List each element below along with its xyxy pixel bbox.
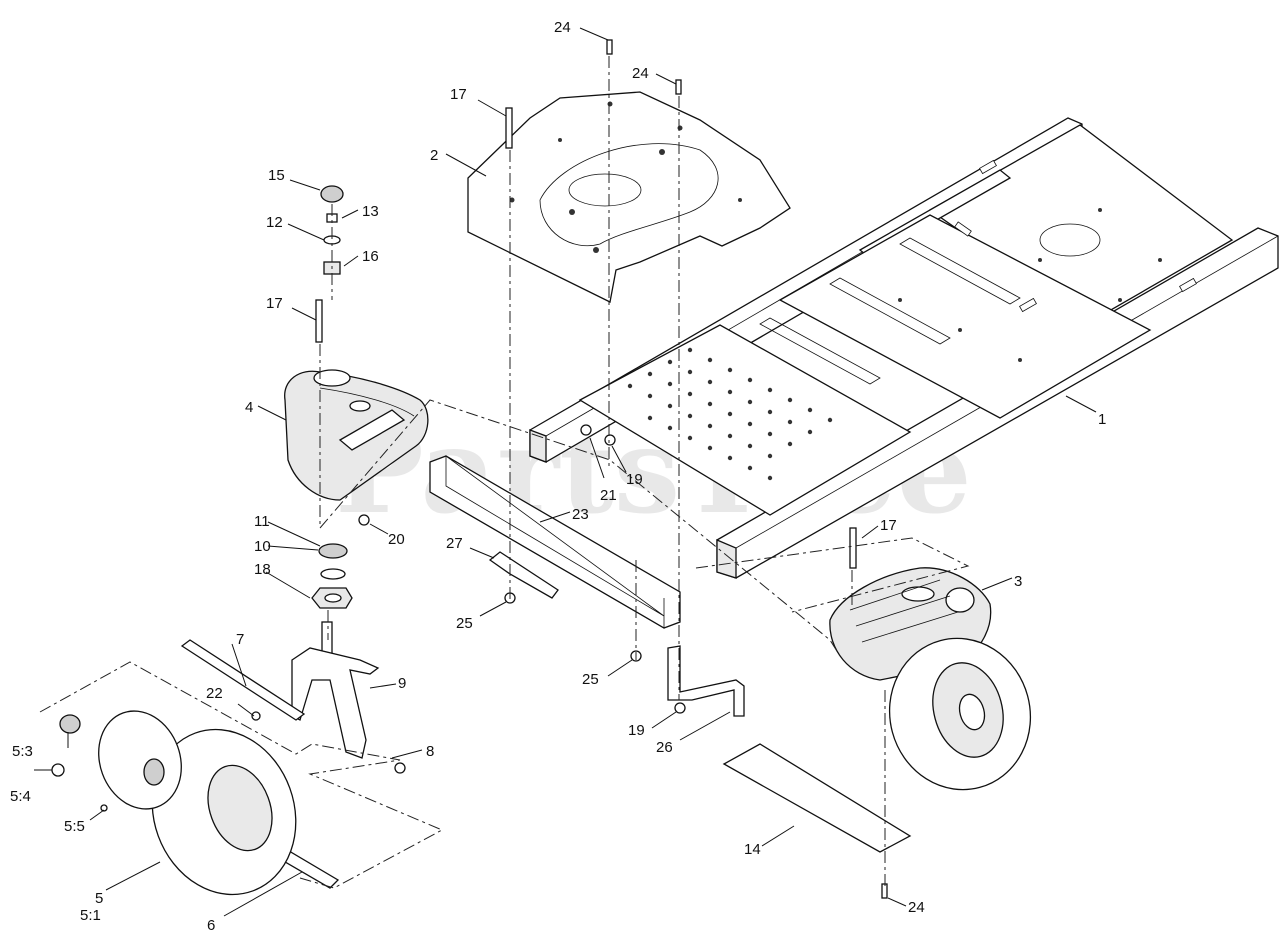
callout-19-lower: 19 — [628, 722, 645, 739]
callout-27: 27 — [446, 535, 463, 552]
callout-17-plate: 17 — [450, 86, 467, 103]
callout-16: 16 — [362, 248, 379, 265]
callout-5-3: 5:3 — [12, 743, 33, 760]
callout-24-plate: 24 — [632, 65, 649, 82]
callout-20: 20 — [388, 531, 405, 548]
callout-2: 2 — [430, 147, 438, 164]
fuel-tank-left — [284, 369, 429, 501]
bolts — [315, 39, 888, 899]
callout-9: 9 — [398, 675, 406, 692]
leader-lines — [34, 27, 1097, 917]
callout-5-5: 5:5 — [64, 818, 85, 835]
callout-26: 26 — [656, 739, 673, 756]
callout-1: 1 — [1098, 411, 1106, 428]
callout-8: 8 — [426, 743, 434, 760]
small-hardware — [251, 424, 686, 774]
callout-10: 10 — [254, 538, 271, 555]
callout-14: 14 — [744, 841, 761, 858]
top-plate — [467, 91, 791, 303]
callout-18: 18 — [254, 561, 271, 578]
callout-17-tank: 17 — [880, 517, 897, 534]
callout-24-bottom: 24 — [908, 899, 925, 916]
callout-17-spindle: 17 — [266, 295, 283, 312]
bracket-27 — [488, 551, 559, 599]
caster-fork — [291, 621, 380, 759]
right-wheel — [888, 637, 1032, 791]
callout-13: 13 — [362, 203, 379, 220]
callout-23: 23 — [572, 506, 589, 523]
cross-tube — [429, 455, 681, 629]
callout-5: 5 — [95, 890, 103, 907]
bracket-26 — [667, 645, 745, 717]
left-wheel — [51, 710, 297, 896]
callout-15: 15 — [268, 167, 285, 184]
callout-25-right: 25 — [582, 671, 599, 688]
callout-11: 11 — [254, 513, 270, 530]
assembly-lines — [39, 56, 970, 890]
callout-5-1: 5:1 — [80, 907, 101, 924]
callout-5-4: 5:4 — [10, 788, 31, 805]
callout-7: 7 — [236, 631, 244, 648]
axle-bolt — [180, 639, 306, 721]
callout-22: 22 — [206, 685, 223, 702]
main-frame — [529, 117, 1279, 579]
spindle-hardware — [320, 185, 344, 275]
bearing-stack — [311, 543, 353, 609]
callout-4: 4 — [245, 399, 253, 416]
callout-labels: 1 2 3 4 5 5:1 5:3 5:4 5:5 6 7 8 9 10 11 … — [10, 19, 1106, 934]
callout-6: 6 — [207, 917, 215, 934]
callout-21: 21 — [600, 487, 617, 504]
callout-19-upper: 19 — [626, 471, 643, 488]
callout-12: 12 — [266, 214, 283, 231]
callout-3: 3 — [1014, 573, 1022, 590]
callout-24-top: 24 — [554, 19, 571, 36]
bracket-14 — [722, 743, 912, 853]
callout-25-left: 25 — [456, 615, 473, 632]
